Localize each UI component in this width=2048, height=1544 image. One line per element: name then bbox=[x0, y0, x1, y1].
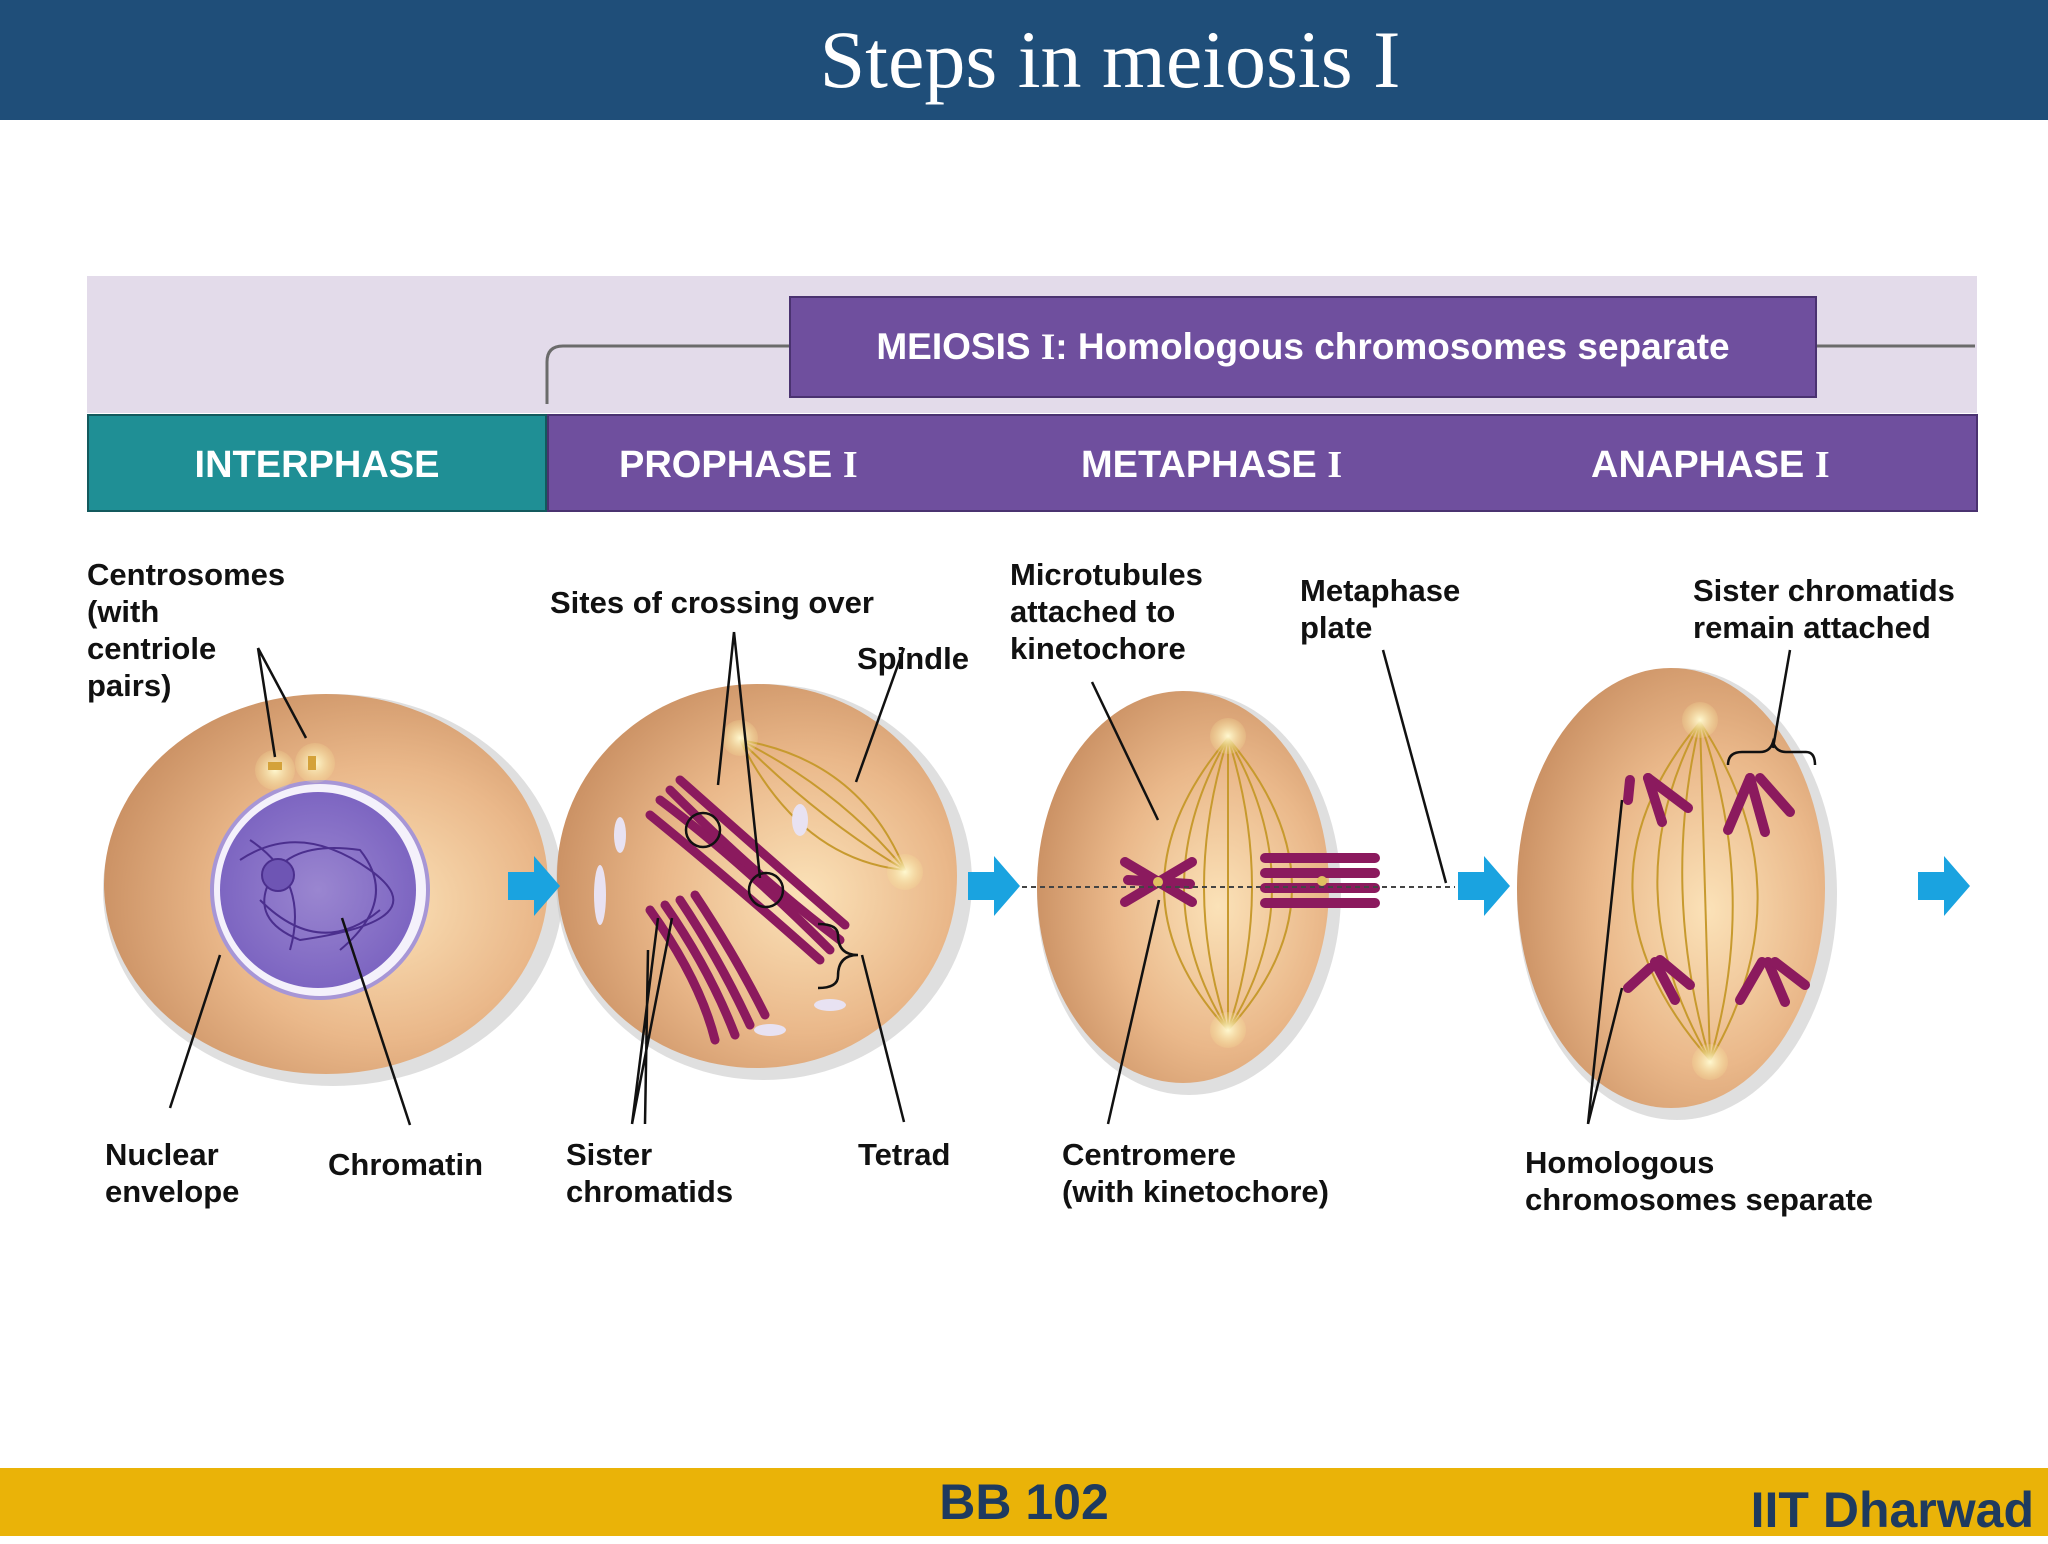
phase-interphase: INTERPHASE bbox=[87, 414, 547, 512]
anaphase-cell bbox=[1517, 668, 1837, 1120]
phase-anaphase-i: ANAPHASE I bbox=[1591, 444, 1830, 486]
label-tetrad: Tetrad bbox=[858, 1137, 951, 1172]
meiosis-bracket-line bbox=[545, 344, 1975, 404]
arrow-icon bbox=[1918, 856, 1970, 916]
label-centromere: Centromere(with kinetochore) bbox=[1062, 1137, 1329, 1209]
flow-arrows bbox=[508, 856, 1970, 916]
institution-name: IIT Dharwad bbox=[1750, 1482, 2034, 1538]
leader-lines bbox=[168, 631, 1817, 1126]
arrow-icon bbox=[968, 856, 1020, 916]
meiosis-i-banner: MEIOSIS I: Homologous chromosomes separa… bbox=[789, 296, 1817, 398]
arrow-icon bbox=[508, 856, 560, 916]
label-crossing-over: Sites of crossing over bbox=[550, 585, 874, 620]
metaphase-cell bbox=[1037, 691, 1380, 1095]
course-code: BB 102 bbox=[939, 1474, 1109, 1530]
page-title: Steps in meiosis I bbox=[819, 14, 1401, 105]
label-spindle: Spindle bbox=[857, 641, 969, 676]
meiosis-phase-bar: PROPHASE I METAPHASE I ANAPHASE I bbox=[547, 414, 1978, 512]
phase-prophase-i: PROPHASE I bbox=[619, 444, 858, 486]
prophase-cell bbox=[556, 684, 972, 1080]
arrow-icon bbox=[1458, 856, 1510, 916]
interphase-cell bbox=[103, 694, 563, 1086]
footer-bar: BB 102 IIT Dharwad bbox=[0, 1468, 2048, 1538]
label-chromatin: Chromatin bbox=[328, 1147, 483, 1182]
header-bar bbox=[0, 0, 2048, 120]
phase-metaphase-i: METAPHASE I bbox=[1081, 444, 1343, 486]
